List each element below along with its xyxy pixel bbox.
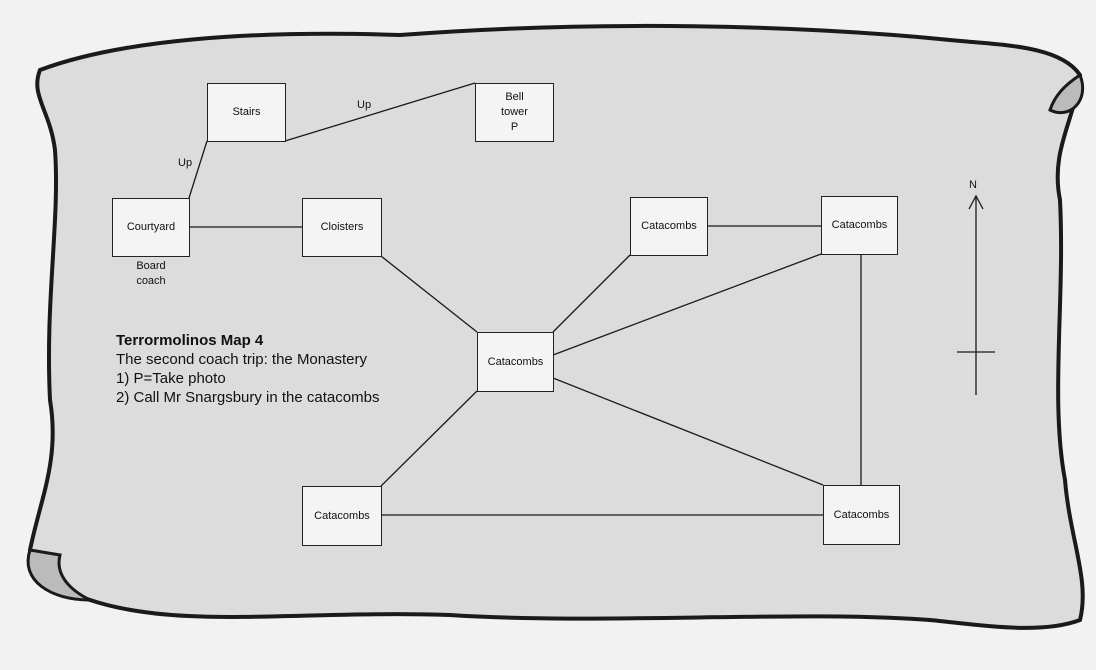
room-bell-tower: Bell tower P xyxy=(475,83,554,142)
edge-courtyard-stairs xyxy=(188,140,208,199)
room-courtyard: Courtyard xyxy=(112,198,190,257)
edge-center-bottomright xyxy=(552,377,824,486)
scroll-curl-left xyxy=(26,548,91,602)
edge-top-center xyxy=(552,254,631,333)
room-catacombs-bottom-right: Catacombs xyxy=(823,485,900,545)
edge-cloisters-center xyxy=(380,255,478,333)
edge-label-up: Up xyxy=(178,157,193,169)
room-label: Catacombs xyxy=(641,220,697,232)
room-label: Catacombs xyxy=(314,509,370,522)
compass-icon xyxy=(957,194,995,395)
room-catacombs-center: Catacombs xyxy=(477,332,554,392)
edge-topright-center xyxy=(552,253,822,356)
compass-north-label: N xyxy=(969,179,977,191)
edge-label-up: Up xyxy=(357,99,372,111)
map-legend: Terrormolinos Map 4 The second coach tri… xyxy=(116,331,379,407)
edge-stairs-belltower xyxy=(284,82,476,142)
photo-marker: P xyxy=(510,121,519,133)
room-catacombs-top: Catacombs xyxy=(630,197,708,256)
legend-note: 2) Call Mr Snargsbury in the catacombs xyxy=(116,389,380,406)
scroll-parchment xyxy=(27,23,1085,630)
room-label: Stairs xyxy=(232,106,261,118)
room-label: Catacombs xyxy=(487,355,544,368)
room-label: Catacombs xyxy=(833,508,890,521)
legend-note: 1) P=Take photo xyxy=(116,370,226,387)
edge-center-bottomleft xyxy=(380,390,478,487)
room-stairs: Stairs xyxy=(207,83,286,142)
room-catacombs-bottom-left: Catacombs xyxy=(302,486,382,546)
room-label: tower xyxy=(501,106,528,118)
room-cloisters: Cloisters xyxy=(302,198,382,257)
room-catacombs-top-right: Catacombs xyxy=(821,196,898,255)
room-label: Catacombs xyxy=(831,219,888,231)
connections xyxy=(188,82,862,516)
room-label: Bell xyxy=(505,91,524,103)
scroll-curl-right xyxy=(1048,72,1085,114)
room-label: Cloisters xyxy=(320,221,364,233)
map-subtitle: The second coach trip: the Monastery xyxy=(116,351,367,368)
room-label: Courtyard xyxy=(126,221,176,233)
map-title: Terrormolinos Map 4 xyxy=(116,332,264,349)
